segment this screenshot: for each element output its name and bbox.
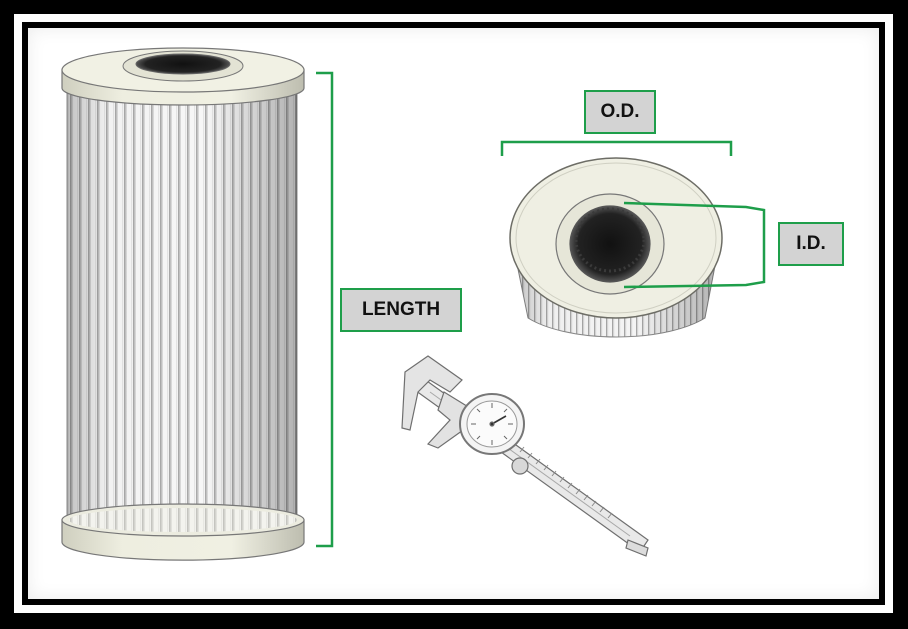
length-bracket (316, 71, 334, 548)
dial-caliper-icon (401, 355, 649, 557)
od-bracket (500, 140, 733, 156)
id-bracket (623, 201, 766, 289)
id-label: I.D. (778, 222, 844, 266)
od-label: O.D. (584, 90, 656, 134)
filter-cartridge-icon (61, 47, 305, 561)
length-label: LENGTH (340, 288, 462, 332)
filter-end-view-icon (509, 157, 723, 338)
